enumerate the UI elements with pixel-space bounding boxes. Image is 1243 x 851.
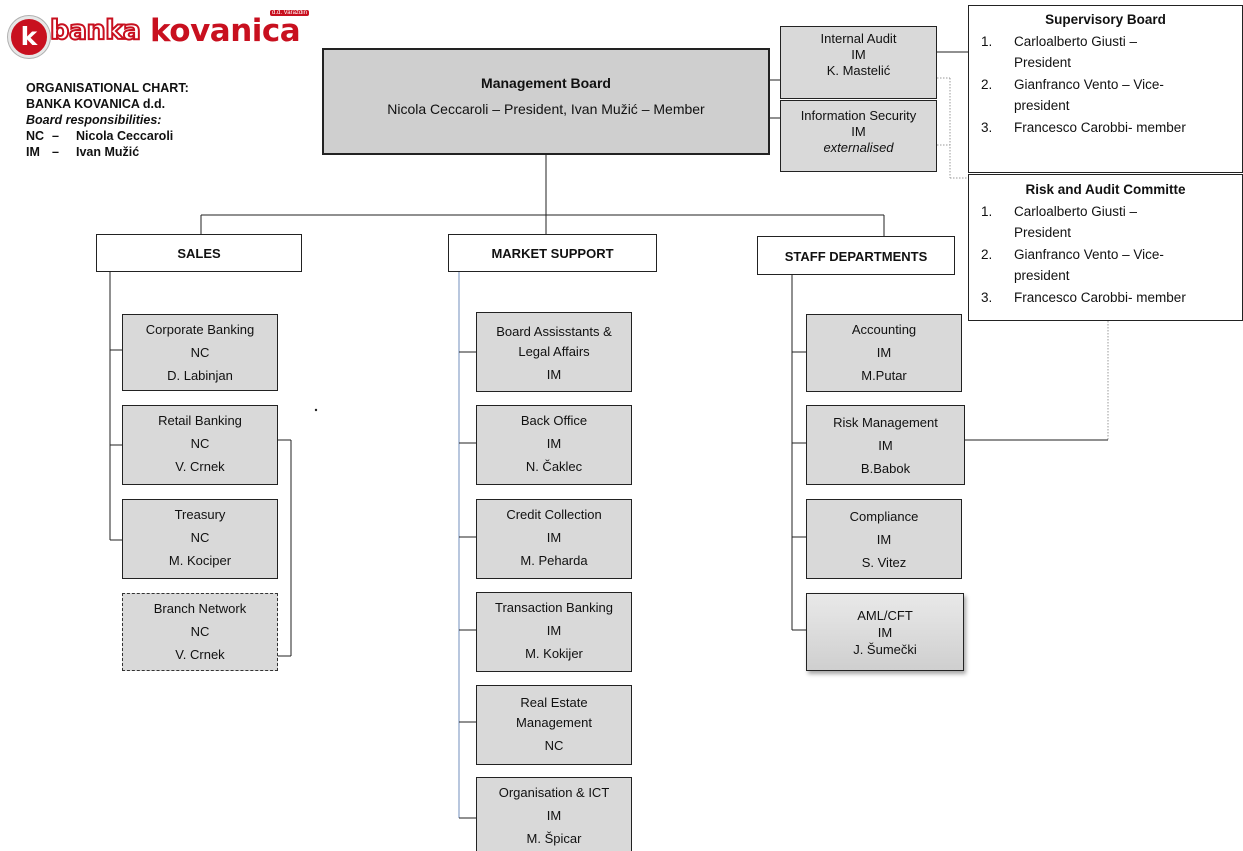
logo-word-kovanica: kovanica (150, 13, 301, 49)
internal-audit-resp: IM (851, 47, 866, 62)
unit-name-line2: Management (516, 715, 592, 730)
unit-resp: IM (876, 345, 892, 360)
risk-audit-committee-title: Risk and Audit Committe (1025, 182, 1186, 197)
unit-head: B.Babok (860, 461, 911, 476)
org-unit-board-assistants: Board Assisstants & Legal Affairs IM (476, 312, 632, 392)
org-unit-retail-banking: Retail Banking NC V. Crnek (122, 405, 278, 485)
unit-resp: NC (190, 345, 210, 360)
unit-name: Treasury (174, 507, 226, 522)
internal-audit-box: Internal Audit IM K. Mastelić (780, 26, 937, 99)
unit-name: Compliance (849, 509, 919, 524)
management-board-members: Nicola Ceccaroli – President, Ivan Mužić… (387, 101, 705, 117)
org-unit-treasury: Treasury NC M. Kociper (122, 499, 278, 579)
unit-name: Transaction Banking (494, 600, 614, 615)
unit-head: N. Čaklec (525, 459, 583, 474)
logo-mark-icon: k (8, 16, 50, 58)
org-unit-aml-cft: AML/CFT IM J. Šumečki (806, 593, 964, 671)
legend-title: ORGANISATIONAL CHART: (26, 81, 189, 95)
unit-resp: IM (546, 436, 562, 451)
unit-head: D. Labinjan (167, 368, 233, 383)
risk-audit-committee-member: 1.Carloalberto Giusti –President (981, 203, 1138, 241)
unit-name: Risk Management (833, 415, 938, 430)
supervisory-board-member: 2.Gianfranco Vento – Vice-president (981, 76, 1164, 114)
unit-name: Branch Network (153, 601, 247, 616)
org-unit-compliance: Compliance IM S. Vitez (806, 499, 962, 579)
unit-name: Organisation & ICT (498, 785, 610, 800)
legend-subtitle: Board responsibilities: (26, 113, 162, 127)
unit-head: V. Crnek (175, 459, 225, 474)
unit-head: S. Vitez (861, 555, 907, 570)
org-unit-credit-collection: Credit Collection IM M. Peharda (476, 499, 632, 579)
org-unit-corporate-banking: Corporate Banking NC D. Labinjan (122, 314, 278, 391)
information-security-title: Information Security (800, 108, 917, 123)
unit-name: Credit Collection (506, 507, 602, 522)
unit-head: M. Kociper (168, 553, 232, 568)
unit-resp: IM (546, 808, 562, 823)
supervisory-board-member: 1.Carloalberto Giusti –President (981, 33, 1138, 71)
unit-name-line2: Legal Affairs (518, 344, 590, 359)
unit-name: Back Office (520, 413, 588, 428)
unit-resp: IM (876, 532, 892, 547)
org-unit-branch-network: Branch Network NC V. Crnek (122, 593, 278, 671)
management-board-title: Management Board (481, 75, 611, 91)
internal-audit-title: Internal Audit (820, 31, 897, 46)
unit-resp: NC (190, 624, 210, 639)
unit-name: Corporate Banking (145, 322, 255, 337)
internal-audit-head: K. Mastelić (826, 63, 891, 78)
org-unit-organisation-ict: Organisation & ICT IM M. Špicar (476, 777, 632, 851)
logo-tag: d.d. Varaždin (270, 10, 309, 16)
unit-name: Retail Banking (158, 413, 242, 428)
risk-audit-committee-member: 3.Francesco Carobbi- member (981, 289, 1186, 305)
supervisory-board-box: Supervisory Board 1.Carloalberto Giusti … (968, 5, 1243, 173)
unit-resp: IM (546, 623, 562, 638)
legend-bank-name: BANKA KOVANICA d.d. (26, 97, 166, 111)
supervisory-board-member: 3.Francesco Carobbi- member (981, 119, 1186, 135)
unit-name: Board Assisstants & (496, 324, 612, 339)
unit-head: M. Peharda (520, 553, 588, 568)
risk-audit-committee-member: 2.Gianfranco Vento – Vice-president (981, 246, 1164, 284)
unit-name: Accounting (851, 322, 917, 337)
logo-word-banka: banka (49, 14, 142, 47)
chart-legend: ORGANISATIONAL CHART: BANKA KOVANICA d.d… (26, 80, 189, 160)
unit-resp: IM (546, 367, 562, 382)
staff-departments-header: STAFF DEPARTMENTS (757, 236, 955, 275)
information-security-box: Information Security IM externalised (780, 100, 937, 172)
org-unit-back-office: Back Office IM N. Čaklec (476, 405, 632, 485)
unit-resp: IM (878, 438, 893, 453)
unit-name: AML/CFT (857, 608, 913, 623)
unit-head: M. Kokijer (525, 646, 583, 661)
unit-resp: IM (546, 530, 562, 545)
management-board-box: Management Board Nicola Ceccaroli – Pres… (322, 48, 770, 155)
unit-resp: NC (190, 530, 210, 545)
risk-audit-committee-box: Risk and Audit Committe 1.Carloalberto G… (968, 174, 1243, 321)
legend-item: NC–Nicola Ceccaroli (26, 129, 174, 143)
org-unit-real-estate: Real Estate Management NC (476, 685, 632, 765)
market-support-header: MARKET SUPPORT (448, 234, 657, 272)
org-unit-transaction-banking: Transaction Banking IM M. Kokijer (476, 592, 632, 672)
supervisory-board-title: Supervisory Board (1045, 12, 1166, 27)
unit-head: M. Špicar (526, 831, 582, 846)
unit-head: V. Crnek (175, 647, 225, 662)
unit-resp: IM (877, 625, 893, 640)
bank-logo: k banka kovanica d.d. Varaždin (6, 10, 311, 58)
information-security-note: externalised (823, 140, 894, 155)
unit-resp: NC (544, 738, 564, 753)
org-unit-accounting: Accounting IM M.Putar (806, 314, 962, 392)
unit-head: M.Putar (861, 368, 907, 383)
information-security-resp: IM (851, 124, 866, 139)
legend-item: IM–Ivan Mužić (26, 145, 140, 159)
unit-head: J. Šumečki (853, 642, 917, 657)
unit-name: Real Estate (520, 695, 588, 710)
unit-resp: NC (190, 436, 210, 451)
sales-header: SALES (96, 234, 302, 272)
org-unit-risk-management: Risk Management IM B.Babok (806, 405, 965, 485)
